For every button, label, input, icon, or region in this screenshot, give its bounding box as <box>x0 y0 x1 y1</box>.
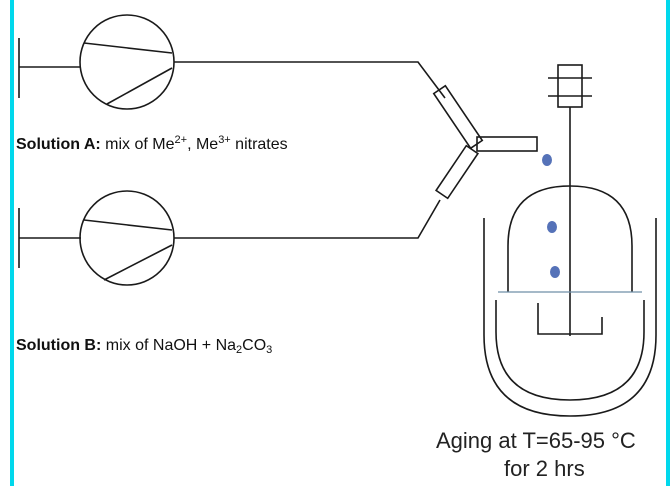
reactor-vessel-icon <box>483 185 657 417</box>
mixer-arm-upper <box>432 84 484 150</box>
mixer-outlet <box>476 136 538 152</box>
reactor-jacket <box>495 300 645 401</box>
pump-b-blade-bottom <box>103 244 173 281</box>
solution-b-name: Solution B: <box>16 337 102 354</box>
aging-condition-line1: Aging at T=65-95 °C <box>436 428 636 453</box>
solution-a-name: Solution A: <box>16 136 101 153</box>
droplet-icon <box>542 154 552 166</box>
left-edge-accent <box>10 0 14 486</box>
stirrer-motor-icon <box>548 64 592 336</box>
pump-a-blade-top <box>83 42 173 54</box>
droplet-icon <box>550 266 560 278</box>
pump-b-blade-top <box>83 219 173 231</box>
pump-b-body <box>79 190 175 286</box>
solution-a-label: Solution A: mix of Me2+, Me3+ nitrates <box>16 134 288 153</box>
reactor-outer-wall <box>483 218 657 417</box>
solution-b-label: Solution B: mix of NaOH + Na2CO3 <box>16 337 273 356</box>
reactor-inner-wall <box>507 185 633 292</box>
y-mixer-icon <box>432 84 538 200</box>
droplet-icon <box>547 221 557 233</box>
right-edge-accent <box>666 0 670 486</box>
pump-a-blade-bottom <box>106 67 173 105</box>
motor-body <box>557 64 583 108</box>
pump-b-icon <box>18 190 175 286</box>
feed-line-a <box>174 61 446 99</box>
stirrer-paddle <box>537 303 603 335</box>
aging-condition-line2: for 2 hrs <box>504 456 585 481</box>
feed-line-b <box>174 199 441 239</box>
pump-a-body <box>79 14 175 110</box>
mixer-arm-lower <box>434 144 480 200</box>
pump-a-icon <box>18 14 175 110</box>
